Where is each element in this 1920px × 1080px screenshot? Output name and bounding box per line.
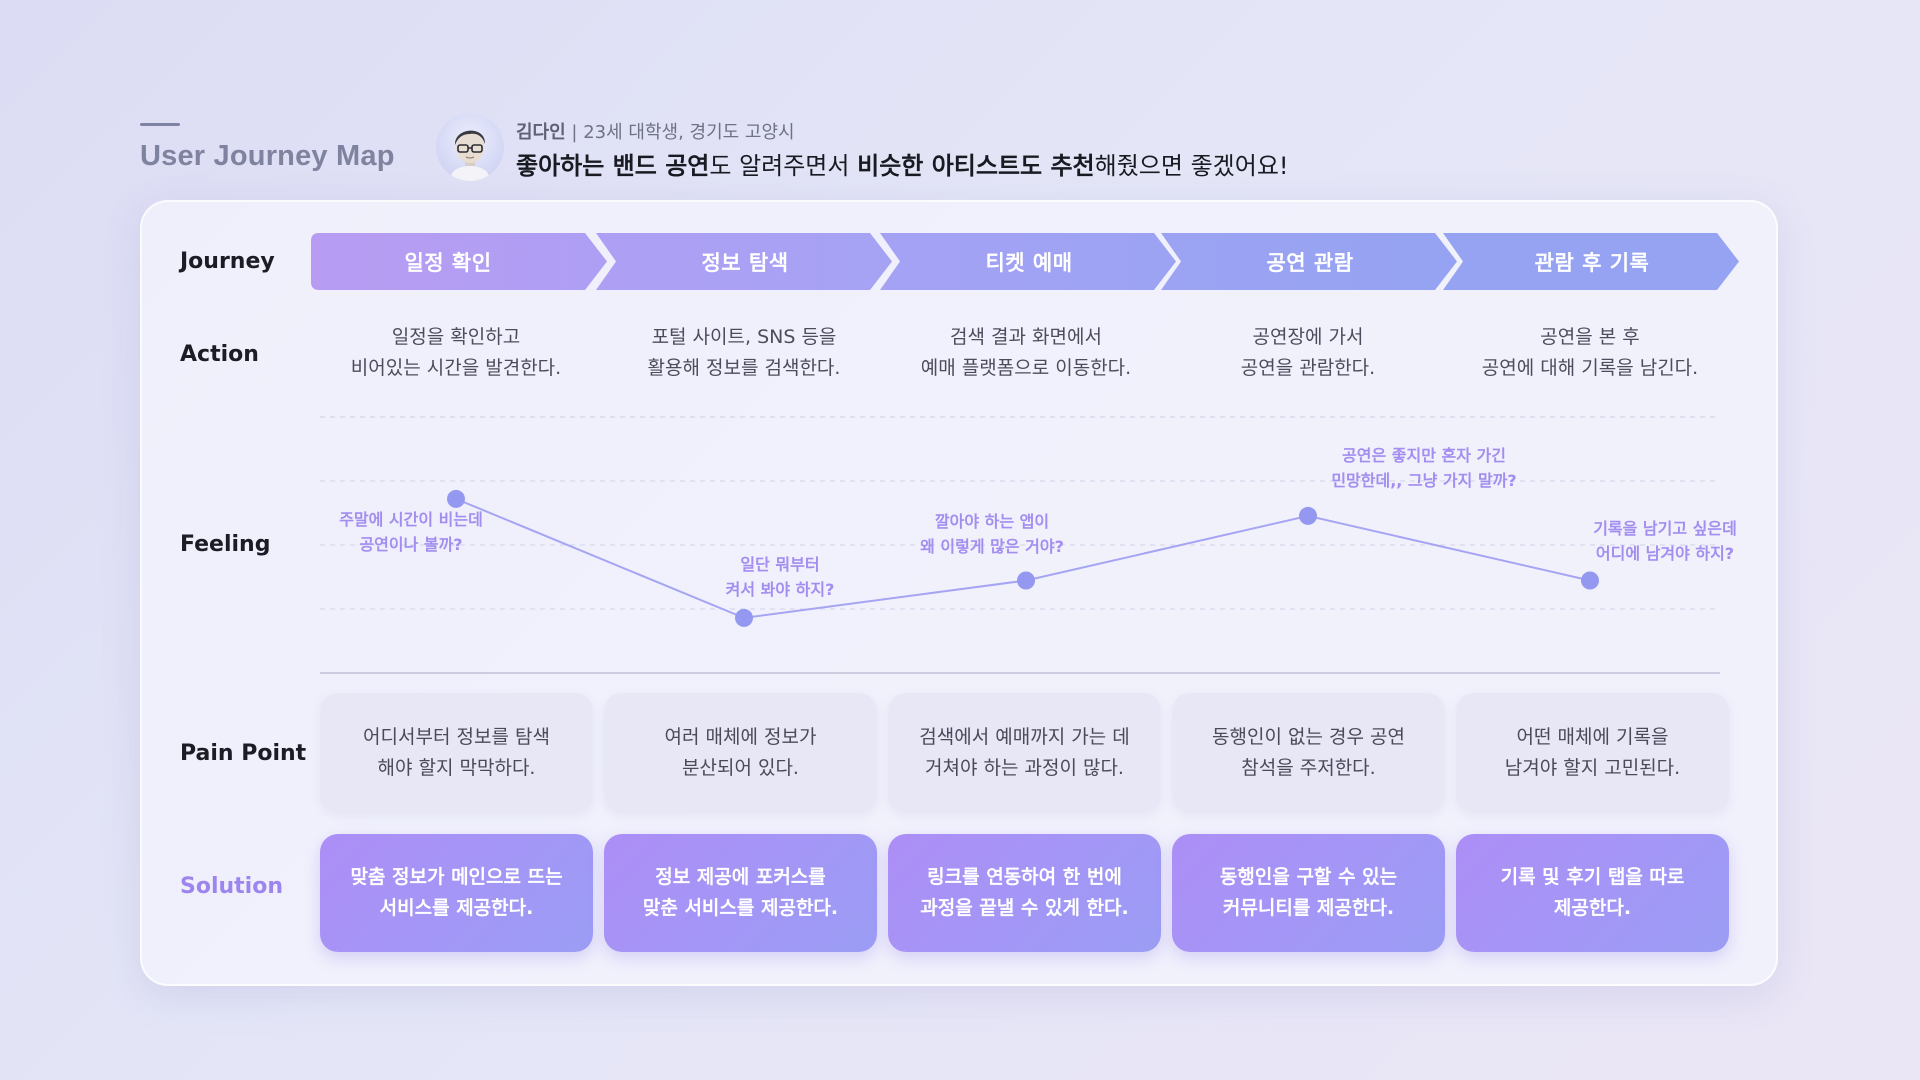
feeling-note-line: 어디에 남겨야 하지?	[1595, 544, 1735, 563]
solution-line: 정보 제공에 포커스를	[655, 866, 826, 888]
action-line: 활용해 정보를 검색한다.	[647, 357, 841, 379]
action-line: 포털 사이트, SNS 등을	[651, 326, 837, 348]
solution-line: 링크를 연동하여 한 번에	[927, 866, 1122, 888]
row-label-journey: Journey	[180, 249, 275, 274]
persona-quote-segment: 비슷한 아티스트도 추천	[857, 152, 1095, 180]
action-line: 예매 플랫폼으로 이동한다.	[920, 357, 1132, 379]
pain-point-line: 분산되어 있다.	[682, 757, 799, 779]
solution-line: 과정을 끝낼 수 있게 한다.	[920, 897, 1129, 919]
persona-name: 김다인	[516, 122, 566, 143]
feeling-note-line: 공연이나 볼까?	[359, 535, 463, 554]
feeling-note-line: 공연은 좋지만 혼자 가긴	[1342, 446, 1506, 465]
solution-line: 동행인을 구할 수 있는	[1219, 866, 1398, 888]
feeling-note-line: 일단 뭐부터	[740, 555, 820, 574]
solution-line: 서비스를 제공한다.	[379, 897, 534, 919]
row-label-action: Action	[180, 342, 259, 367]
solution-line: 맞춘 서비스를 제공한다.	[642, 897, 839, 919]
row-label-feeling: Feeling	[180, 532, 271, 557]
page-title: User Journey Map	[140, 140, 395, 172]
pain-point-line: 검색에서 예매까지 가는 데	[919, 726, 1130, 748]
pain-point-line: 해야 할지 막막하다.	[377, 757, 536, 779]
journey-stage-title: 공연 관람	[1266, 250, 1354, 275]
pain-point-line: 남겨야 할지 고민된다.	[1504, 757, 1681, 779]
journey-stage-title: 정보 탐색	[701, 250, 789, 275]
action-line: 비어있는 시간을 발견한다.	[350, 357, 562, 379]
feeling-note-line: 주말에 시간이 비는데	[339, 510, 483, 529]
journey-stage-title: 관람 후 기록	[1534, 250, 1650, 275]
persona-meta: 김다인 | 23세 대학생, 경기도 고양시	[516, 118, 795, 144]
action-line: 공연을 관람한다.	[1240, 357, 1376, 379]
action-line: 검색 결과 화면에서	[950, 326, 1102, 348]
action-line: 공연을 본 후	[1540, 326, 1640, 348]
persona-avatar	[436, 113, 504, 181]
solution-line: 제공한다.	[1553, 897, 1632, 919]
action-line: 일정을 확인하고	[391, 326, 521, 348]
feeling-note-line: 기록을 남기고 싶은데	[1593, 519, 1737, 538]
persona-quote-segment: 좋아하는 밴드 공연	[516, 152, 710, 180]
solution-line: 맞춤 정보가 메인으로 뜨는	[350, 866, 563, 888]
pain-point-line: 여러 매체에 정보가	[664, 726, 817, 748]
solution-line: 커뮤니티를 제공한다.	[1222, 897, 1395, 919]
feeling-note-line: 깔아야 하는 앱이	[934, 512, 1050, 531]
solution-line: 기록 및 후기 탭을 따로	[1500, 866, 1685, 888]
row-label-solution: Solution	[180, 874, 283, 899]
persona-avatar-illustration	[451, 130, 489, 181]
journey-stage-title: 티켓 예매	[985, 250, 1073, 275]
feeling-note-line: 민망한데,, 그냥 가지 말까?	[1331, 471, 1517, 490]
persona-quote-segment: 해줬으면 좋겠어요!	[1094, 152, 1289, 180]
pain-point-line: 동행인이 없는 경우 공연	[1212, 726, 1405, 748]
pain-point-line: 거쳐야 하는 과정이 많다.	[925, 757, 1124, 779]
row-label-pain-point: Pain Point	[180, 741, 307, 766]
pain-point-line: 어떤 매체에 기록을	[1516, 726, 1669, 748]
persona-quote: 좋아하는 밴드 공연도 알려주면서 비슷한 아티스트도 추천해줬으면 좋겠어요!	[516, 146, 1289, 181]
pain-point-line: 참석을 주저한다.	[1241, 757, 1376, 779]
persona-quote-segment: 도 알려주면서	[709, 152, 858, 180]
persona-info: | 23세 대학생, 경기도 고양시	[571, 122, 795, 143]
journey-stage-title: 일정 확인	[404, 250, 492, 275]
feeling-note-line: 켜서 봐야 하지?	[725, 580, 835, 599]
action-line: 공연에 대해 기록을 남긴다.	[1481, 357, 1699, 379]
pain-point-line: 어디서부터 정보를 탐색	[363, 726, 550, 748]
title-accent-line	[140, 123, 180, 126]
action-line: 공연장에 가서	[1252, 326, 1364, 348]
feeling-note-line: 왜 이렇게 많은 거야?	[920, 537, 1064, 556]
